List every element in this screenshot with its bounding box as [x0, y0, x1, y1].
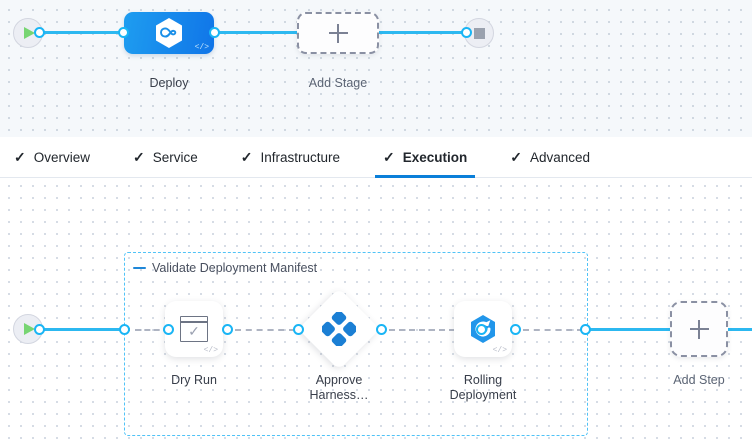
step-group-validate-deployment-manifest[interactable]	[124, 252, 588, 436]
tab-advanced[interactable]: ✓ Advanced	[510, 137, 590, 178]
stage-label-deploy: Deploy	[149, 76, 189, 90]
port-deploy-in[interactable]	[118, 27, 129, 38]
stop-icon	[473, 27, 485, 39]
port-dryrun-out[interactable]	[222, 324, 233, 335]
port-start-out[interactable]	[34, 27, 45, 38]
port-end-in[interactable]	[461, 27, 472, 38]
tab-infrastructure[interactable]: ✓ Infrastructure	[241, 137, 340, 178]
tab-advanced-label: Advanced	[530, 149, 591, 165]
connector-group-to-dryrun	[135, 329, 169, 331]
connector-start-to-group	[38, 328, 130, 331]
step-group-header[interactable]: Validate Deployment Manifest	[133, 261, 317, 275]
connector-start-to-deploy	[38, 31, 134, 34]
port-approve-in[interactable]	[293, 324, 304, 335]
plus-icon	[689, 319, 709, 339]
tab-service-label: Service	[152, 149, 198, 165]
connector-rolling-to-groupend	[523, 329, 583, 331]
minus-icon[interactable]	[133, 266, 146, 270]
add-step-button[interactable]	[670, 301, 728, 357]
step-node-dry-run[interactable]: ✓ </>	[165, 301, 223, 357]
port-group-in[interactable]	[119, 324, 130, 335]
check-glyph: ✓	[188, 322, 200, 339]
step-label-approve-harness: Approve Harness…	[309, 373, 369, 402]
connector-dryrun-to-approve	[235, 329, 295, 331]
dry-run-template-badge[interactable]: </>	[203, 346, 218, 355]
port-approve-out[interactable]	[376, 324, 387, 335]
deploy-template-badge[interactable]: </>	[194, 43, 209, 52]
tab-service[interactable]: ✓ Service	[133, 137, 198, 178]
check-icon: ✓	[383, 149, 395, 165]
port-rolling-out[interactable]	[510, 324, 521, 335]
port-dryrun-in[interactable]	[163, 324, 174, 335]
check-icon: ✓	[240, 149, 253, 165]
tab-overview[interactable]: ✓ Overview	[14, 137, 90, 178]
stage-canvas[interactable]: </> Deploy Add Stage	[0, 0, 752, 137]
harness-approval-icon	[322, 312, 356, 346]
check-icon: ✓	[510, 149, 522, 165]
add-stage-button[interactable]	[297, 12, 379, 54]
step-group-name: Validate Deployment Manifest	[152, 261, 318, 275]
add-step-label: Add Step	[673, 373, 725, 387]
step-label-dry-run: Dry Run	[171, 373, 217, 387]
port-group-out[interactable]	[580, 324, 591, 335]
port-exec-start-out[interactable]	[34, 324, 45, 335]
plus-icon	[328, 23, 348, 43]
connector-addstep-onward	[728, 328, 752, 331]
stage-node-deploy[interactable]: </>	[124, 12, 214, 54]
port-rolling-in[interactable]	[476, 324, 487, 335]
execution-canvas[interactable]: Validate Deployment Manifest ✓ </> Dry R…	[0, 178, 752, 448]
check-icon: ✓	[133, 149, 145, 165]
play-icon	[24, 323, 35, 335]
harness-hexagon-icon	[156, 18, 182, 48]
manifest-check-icon: ✓	[180, 316, 208, 342]
tab-execution[interactable]: ✓ Execution	[374, 137, 476, 178]
tab-infrastructure-label: Infrastructure	[260, 149, 341, 165]
tab-overview-label: Overview	[33, 149, 90, 165]
check-icon: ✓	[14, 149, 26, 165]
port-deploy-out[interactable]	[209, 27, 220, 38]
connector-group-to-addstep	[588, 328, 670, 331]
connector-approve-to-rolling	[389, 329, 475, 331]
step-label-rolling-deployment: Rolling Deployment	[449, 373, 517, 402]
stage-config-tabs: ✓ Overview ✓ Service ✓ Infrastructure ✓ …	[0, 137, 752, 178]
tab-execution-label: Execution	[402, 149, 468, 165]
play-icon	[24, 27, 35, 39]
add-stage-label: Add Stage	[308, 76, 368, 90]
rolling-template-badge[interactable]: </>	[492, 346, 507, 355]
